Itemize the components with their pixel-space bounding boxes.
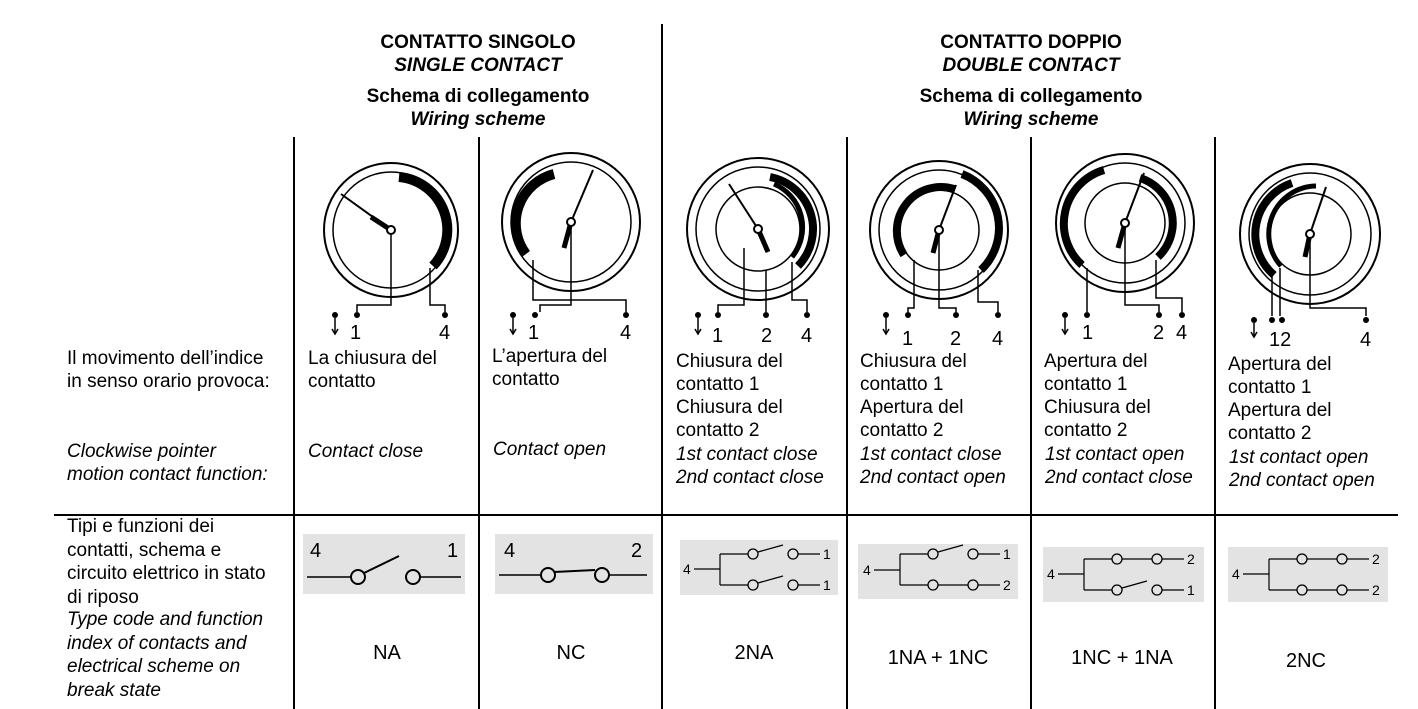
terminal-label: 2	[1153, 322, 1164, 344]
circuit-label: 1	[1003, 546, 1011, 562]
header-double-scheme-it: Schema di collegamento	[919, 86, 1143, 107]
circuit-box: 4 2	[495, 534, 653, 594]
gauge-diagram-1nc-1na: 1 2 4	[1055, 153, 1195, 344]
circuit-label: 1	[823, 546, 831, 562]
row-label-types-it: Tipi e funzioni dei contatti, schema e c…	[67, 516, 266, 608]
terminal-label: 2	[761, 325, 772, 347]
terminal-label: 1	[528, 322, 539, 344]
function-it: Chiusura del contatto 1 Apertura del con…	[860, 351, 967, 441]
header-double-scheme-en: Wiring scheme	[963, 109, 1099, 130]
gauge-diagram-nc: 1 4	[501, 152, 641, 344]
circuit-label: 2	[1003, 577, 1011, 593]
terminal-label: 4	[992, 328, 1003, 350]
circuit-label: 2	[1372, 551, 1380, 567]
circuit-box: 4 1 2	[858, 544, 1018, 599]
terminal-label: 12	[1269, 329, 1291, 350]
row-label-movement-it: Il movimento dell’indice in senso orario…	[67, 348, 270, 392]
row-label-types-en: Type code and function index of contacts…	[67, 609, 264, 701]
circuit-box: 4 1	[303, 534, 465, 594]
gauge-diagram-1na-1nc: 1 2 4	[869, 160, 1009, 350]
contact-type-code: 1NA + 1NC	[887, 647, 989, 669]
header-double: CONTATTO DOPPIO DOUBLE CONTACT Schema di…	[663, 31, 1399, 131]
contact-type-code: NA	[373, 642, 401, 664]
circuit-label: 2	[1372, 582, 1380, 598]
gauge-diagram-na: 1 4	[323, 162, 459, 344]
terminal-label: 1	[350, 322, 361, 344]
terminal-label: 1	[1082, 322, 1093, 344]
header-single-title-it: CONTATTO SINGOLO	[380, 32, 576, 53]
circuit-label: 4	[1047, 566, 1055, 582]
column-divider	[478, 137, 480, 709]
divider-single-double	[661, 24, 663, 709]
function-en: Contact close	[308, 441, 424, 462]
terminal-label: 4	[801, 325, 812, 347]
function-en: Contact open	[493, 439, 607, 460]
circuit-label: 4	[504, 540, 515, 562]
circuit-label: 1	[823, 577, 831, 593]
contact-type-code: 2NA	[734, 642, 774, 664]
terminal-label: 4	[620, 322, 631, 344]
terminal-label: 1	[712, 325, 723, 347]
function-it: Chiusura del contatto 1 Chiusura del con…	[676, 351, 783, 441]
header-double-title-en: DOUBLE CONTACT	[942, 55, 1120, 76]
circuit-label: 2	[631, 540, 642, 562]
column-divider	[293, 137, 295, 709]
terminal-label: 4	[1176, 322, 1187, 344]
circuit-label: 1	[1187, 582, 1195, 598]
column-divider	[1214, 137, 1216, 709]
header-double-title-it: CONTATTO DOPPIO	[940, 32, 1122, 53]
function-en: 1st contact open 2nd contact open	[1229, 447, 1375, 491]
contact-type-code: NC	[556, 642, 586, 664]
function-it: L’apertura del contatto	[492, 346, 608, 390]
column-divider	[846, 137, 848, 709]
function-en: 1st contact close 2nd contact close	[676, 444, 824, 488]
terminal-label: 1	[902, 328, 913, 350]
terminal-label: 2	[950, 328, 961, 350]
circuit-label: 4	[310, 540, 321, 562]
function-it: Apertura del contatto 1 Chiusura del con…	[1044, 351, 1151, 441]
circuit-label: 4	[863, 562, 871, 578]
column-divider	[1030, 137, 1032, 709]
contact-type-code: 1NC + 1NA	[1071, 647, 1173, 669]
header-single-title-en: SINGLE CONTACT	[394, 55, 562, 76]
circuit-box: 4 2 2	[1228, 547, 1388, 602]
header-single: CONTATTO SINGOLO SINGLE CONTACT Schema d…	[293, 31, 663, 131]
terminal-label: 4	[1360, 329, 1371, 350]
circuit-label: 4	[683, 561, 691, 577]
row-divider	[54, 514, 1398, 516]
function-en: 1st contact open 2nd contact close	[1045, 444, 1193, 488]
terminal-label: 4	[439, 322, 450, 344]
circuit-box: 4 1 1	[680, 540, 838, 595]
function-en: 1st contact close 2nd contact open	[860, 444, 1006, 488]
gauge-diagram-2na: 1 2 4	[686, 157, 830, 347]
header-single-scheme-it: Schema di collegamento	[366, 86, 590, 107]
header-single-scheme-en: Wiring scheme	[410, 109, 546, 130]
function-it: Apertura del contatto 1 Apertura del con…	[1228, 354, 1332, 444]
circuit-label: 2	[1187, 551, 1195, 567]
row-label-movement-en: Clockwise pointer motion contact functio…	[67, 441, 268, 485]
gauge-diagram-2nc: 12 4	[1239, 163, 1381, 350]
circuit-label: 4	[1232, 566, 1240, 582]
circuit-box: 4 2 1	[1043, 547, 1204, 602]
contact-type-code: 2NC	[1285, 650, 1326, 672]
function-it: La chiusura del contatto	[308, 348, 437, 392]
circuit-label: 1	[447, 540, 458, 562]
